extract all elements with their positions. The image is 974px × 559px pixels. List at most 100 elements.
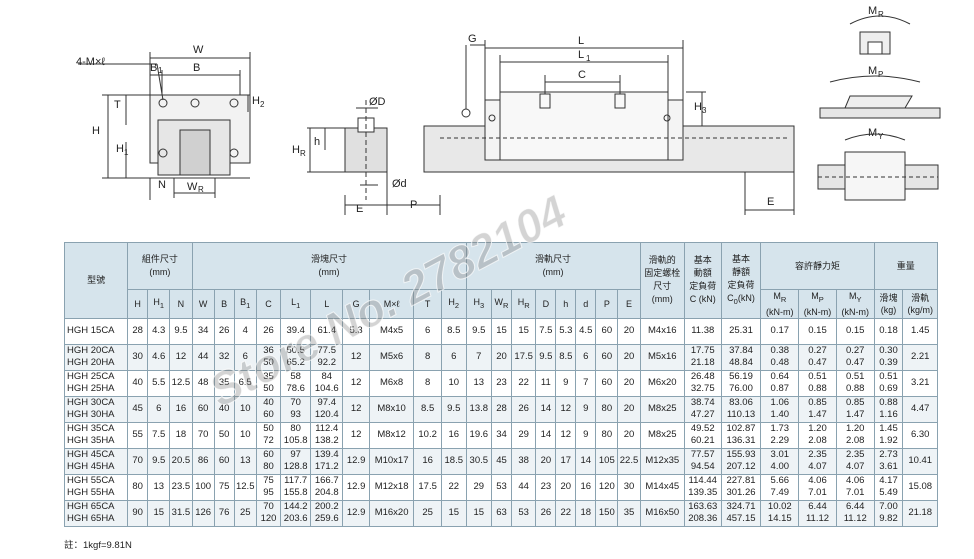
cell-p: 60 <box>595 343 619 371</box>
subheader-col-17: h <box>555 289 577 319</box>
cell-h2: 16 <box>440 421 467 449</box>
cell-bolt: M14x45 <box>639 473 685 501</box>
cell-mxl: M8x10 <box>368 395 415 423</box>
cell-n: 12.5 <box>169 369 193 397</box>
cell-h1: 9.5 <box>147 447 171 475</box>
cell-hr: 38 <box>510 447 537 475</box>
subheader-col-14: WR <box>491 289 512 319</box>
subheader-col-20: E <box>617 289 641 319</box>
cell-w: 48 <box>191 369 215 397</box>
cell-d: 9.5 <box>535 343 557 371</box>
cell-d: 11 <box>535 369 557 397</box>
cell-wr: 2.21 <box>902 343 938 371</box>
cell-d: 14 <box>575 447 597 475</box>
cell-mxl: M12x18 <box>368 473 415 501</box>
cell-e: 20 <box>617 317 641 345</box>
cell-w: 60 <box>191 395 215 423</box>
cell-h2: 22 <box>440 473 467 501</box>
moment-labels: M R M P M Y <box>868 5 884 141</box>
cell-b: 76 <box>213 499 235 527</box>
cell-wr: 28 <box>491 395 512 423</box>
header-weight: 重量 <box>873 242 939 290</box>
cell-h: 8.5 <box>555 343 577 371</box>
subheader-col-7: L1 <box>280 289 312 319</box>
cell-b1: 6.5 <box>233 369 257 397</box>
cell-g: 12 <box>342 421 370 449</box>
rail-section-drawing <box>307 100 441 215</box>
cell-n: 12 <box>169 343 193 371</box>
cell-mxl: M10x17 <box>368 447 415 475</box>
side-view-drawing <box>423 40 795 215</box>
cell-g: 5.3 <box>342 317 370 345</box>
cell-h: 55 <box>127 421 149 449</box>
cell-n: 23.5 <box>169 473 193 501</box>
label-mp-sub: P <box>878 70 883 79</box>
cell-hr: 26 <box>510 395 537 423</box>
footnote: 註：1kgf=9.81N <box>64 540 132 551</box>
cell-e: 22.5 <box>617 447 641 475</box>
cell-b: 75 <box>213 473 235 501</box>
cell-t: 17.5 <box>413 473 442 501</box>
cell-bolt: M6x20 <box>639 369 685 397</box>
label-phi-d-lower: Ød <box>392 178 407 190</box>
cell-t: 16 <box>413 447 442 475</box>
cell-g: 12 <box>342 343 370 371</box>
cell-h1: 4.3 <box>147 317 171 345</box>
label-l1-sub: 1 <box>586 54 591 63</box>
cell-h3: 7 <box>465 343 493 371</box>
cell-g: 12.9 <box>342 447 370 475</box>
front-view-labels: 4-M×ℓ W B 1 B H T H 2 H 1 N W R <box>76 44 265 194</box>
cell-g: 12.9 <box>342 499 370 527</box>
cell-wr: 23 <box>491 369 512 397</box>
cell-d: 26 <box>535 499 557 527</box>
cell-w: 44 <box>191 343 215 371</box>
cell-b: 35 <box>213 369 235 397</box>
cell-sta: 25.31 <box>720 317 762 345</box>
label-mr: M <box>868 5 877 17</box>
subheader-col-18: d <box>575 289 597 319</box>
subheader-col-0: H <box>127 289 149 319</box>
cell-wr: 4.47 <box>902 395 938 423</box>
cell-mxl: M6x8 <box>368 369 415 397</box>
cell-mxl: M5x6 <box>368 343 415 371</box>
cell-e: 30 <box>617 473 641 501</box>
label-wr-sub: R <box>198 185 204 194</box>
subheader-col-2: N <box>169 289 193 319</box>
label-h2-sub: 2 <box>260 100 265 109</box>
cell-b: 40 <box>213 395 235 423</box>
cell-hr: 17.5 <box>510 343 537 371</box>
label-4mxl: 4-M×ℓ <box>76 56 105 68</box>
cell-bolt: M4x16 <box>639 317 685 345</box>
label-h: H <box>92 125 100 137</box>
cell-h1: 4.6 <box>147 343 171 371</box>
subheader-col-10: M×ℓ <box>368 289 415 319</box>
cell-h2: 18.5 <box>440 447 467 475</box>
cell-h2: 10 <box>440 369 467 397</box>
header-moment: 容許靜力矩 <box>760 242 875 290</box>
cell-e: 20 <box>617 343 641 371</box>
